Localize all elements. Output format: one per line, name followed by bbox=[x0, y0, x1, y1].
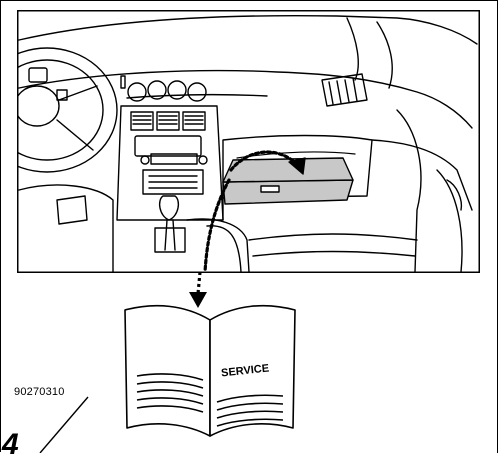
service-book: SERVICE bbox=[115, 290, 305, 440]
car-interior-illustration bbox=[17, 10, 480, 273]
page-number: 4 bbox=[2, 430, 19, 460]
right-border bbox=[497, 0, 498, 453]
